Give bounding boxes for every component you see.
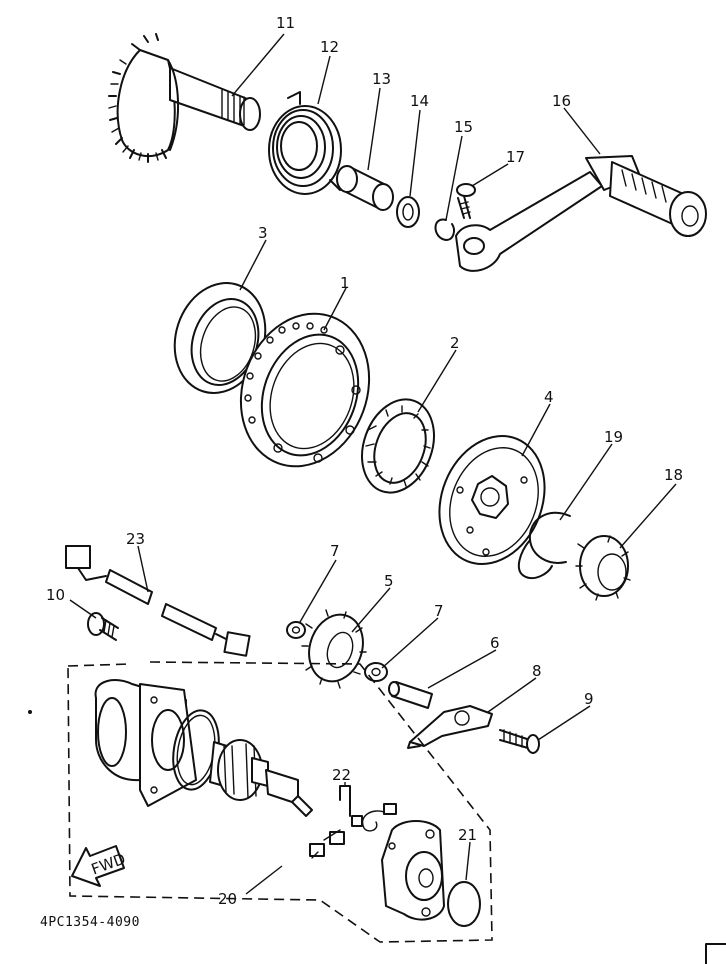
part-9-bolt: [499, 729, 540, 754]
callout-13: 13: [372, 70, 391, 88]
corner-frame: [705, 943, 726, 964]
callout-9: 9: [584, 690, 594, 708]
part-18-idle-gear: [575, 535, 631, 601]
callout-12: 12: [320, 38, 339, 56]
part-code: 4PC1354-4090: [40, 915, 140, 930]
part-13-collar: [336, 165, 394, 211]
callout-2: 2: [450, 334, 460, 352]
callout-14: 14: [410, 92, 429, 110]
callout-22: 22: [332, 766, 351, 784]
callout-19: 19: [604, 428, 623, 446]
part-17-bolt: [456, 183, 476, 219]
callout-7-upper: 7: [330, 542, 340, 560]
callout-10: 10: [46, 586, 65, 604]
fwd-direction-arrow: FWD: [71, 845, 128, 887]
part-2-one-way-clutch: [361, 398, 435, 494]
callout-20: 20: [218, 890, 237, 908]
callout-16: 16: [552, 92, 571, 110]
part-5-gear: [301, 609, 367, 689]
part-7-washer-upper: [286, 621, 306, 639]
part-20-starter-motor-group: [67, 661, 493, 943]
part-16-kick-crank: [455, 155, 707, 272]
part-21-cap: [447, 881, 481, 927]
callout-17: 17: [506, 148, 525, 166]
part-22-brush-set: [309, 785, 397, 859]
callout-8: 8: [532, 662, 542, 680]
stray-dot: [28, 710, 32, 714]
part-8-bracket: [407, 705, 493, 749]
part-12-torsion-spring: [268, 91, 342, 195]
callout-labels: 11 12 13 14 15 17 16 3 1 2 4 19 18 23 7 …: [46, 14, 683, 908]
callout-3: 3: [258, 224, 268, 242]
callout-1: 1: [340, 274, 350, 292]
part-19-clip: [517, 511, 571, 580]
part-4-clutch-plate: [438, 435, 546, 565]
part-15-circlip: [434, 218, 455, 241]
callout-7-lower: 7: [434, 602, 444, 620]
callout-4: 4: [544, 388, 554, 406]
callout-leaders: [69, 33, 677, 895]
callout-6: 6: [490, 634, 500, 652]
callout-21: 21: [458, 826, 477, 844]
part-11-kick-shaft: [108, 33, 261, 163]
part-14-washer: [396, 196, 420, 228]
callout-18: 18: [664, 466, 683, 484]
callout-5: 5: [384, 572, 394, 590]
callout-23: 23: [126, 530, 145, 548]
part-7-washer-lower: [364, 662, 388, 682]
part-10-screw: [87, 612, 119, 641]
callout-11: 11: [276, 14, 295, 32]
part-6-shaft: [388, 681, 433, 709]
callout-15: 15: [454, 118, 473, 136]
part-23-lead-wire: [65, 545, 251, 657]
